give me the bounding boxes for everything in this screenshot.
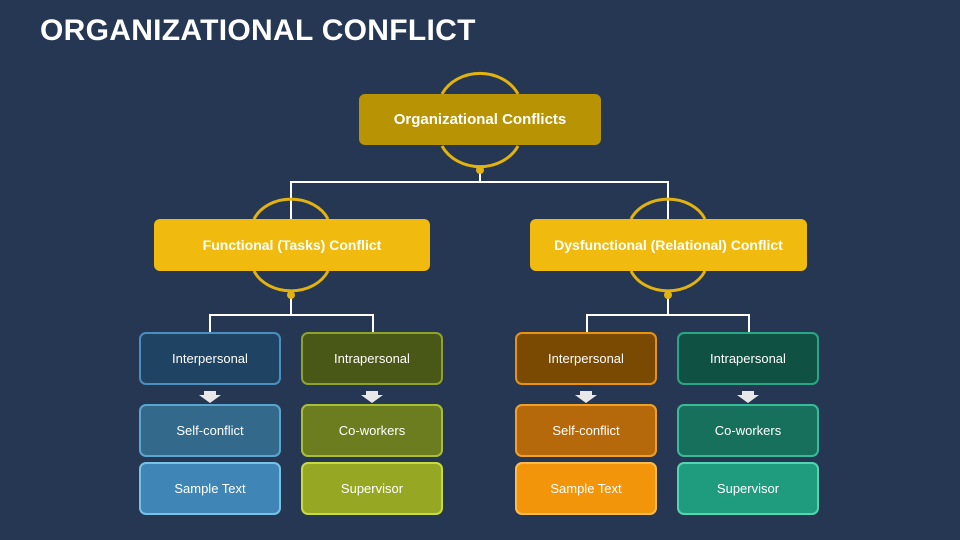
functional-interpersonal-node: Interpersonal [139, 332, 281, 385]
connector-dot-icon [476, 166, 484, 174]
down-arrow-icon [737, 391, 759, 403]
dysfunctional-sample-text-node: Sample Text [515, 462, 657, 515]
dysfunctional-supervisor-node: Supervisor [677, 462, 819, 515]
branch-dysfunctional-node: Dysfunctional (Relational) Conflict [530, 219, 807, 271]
dysfunctional-interpersonal-node: Interpersonal [515, 332, 657, 385]
down-arrow-icon [199, 391, 221, 403]
down-arrow-icon [361, 391, 383, 403]
down-arrow-icon [575, 391, 597, 403]
functional-self-conflict-node: Self-conflict [139, 404, 281, 457]
connector-dot-icon [287, 291, 295, 299]
functional-sample-text-node: Sample Text [139, 462, 281, 515]
connector-dot-icon [664, 291, 672, 299]
functional-co-workers-node: Co-workers [301, 404, 443, 457]
arc-decoration-icon [252, 197, 330, 220]
functional-supervisor-node: Supervisor [301, 462, 443, 515]
dysfunctional-self-conflict-node: Self-conflict [515, 404, 657, 457]
slide-title: ORGANIZATIONAL CONFLICT [40, 14, 476, 47]
arc-decoration-icon [440, 145, 520, 169]
dysfunctional-co-workers-node: Co-workers [677, 404, 819, 457]
arc-decoration-icon [440, 71, 520, 95]
dysfunctional-intrapersonal-node: Intrapersonal [677, 332, 819, 385]
arc-decoration-icon [252, 270, 330, 293]
arc-decoration-icon [629, 270, 707, 293]
root-node: Organizational Conflicts [359, 94, 601, 145]
functional-intrapersonal-node: Intrapersonal [301, 332, 443, 385]
arc-decoration-icon [629, 197, 707, 220]
branch-functional-node: Functional (Tasks) Conflict [154, 219, 430, 271]
